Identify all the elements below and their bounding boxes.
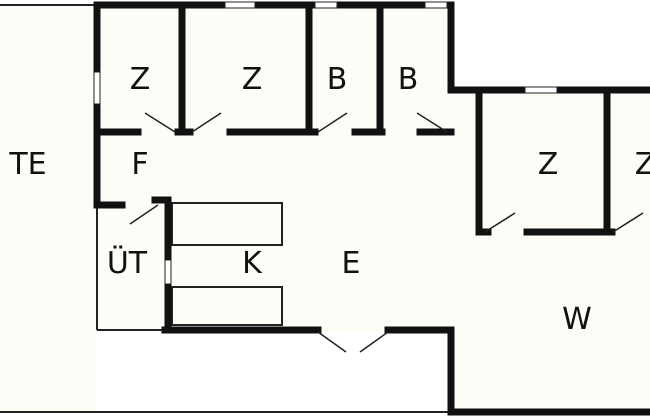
label-room-2: Z [242,62,263,97]
door-room-1 [144,112,176,133]
stair-step-upper [171,202,283,246]
window-kitchen [164,259,172,285]
label-kitchen: K [242,246,263,281]
window-top-1 [224,1,256,9]
east-floor [451,90,650,410]
label-room-3: Z [538,147,559,182]
label-utility: ÜT [107,245,148,281]
door-bath-2 [416,112,448,133]
door-bath-1 [317,112,348,133]
window-top-2 [314,1,338,9]
label-terrace: TE [8,147,46,182]
label-room-1: Z [130,62,151,97]
window-left [93,71,101,105]
window-top-3 [424,1,448,9]
room-labels: TE F Z Z B B Z Z ÜT K E W [8,62,650,337]
door-room-2 [191,112,222,133]
label-dining: E [342,246,361,281]
terrace-floor [0,5,96,412]
window-east-top [524,86,558,94]
door-room-4 [612,212,644,233]
label-bath-1: B [327,62,348,97]
door-utility [129,204,159,225]
label-bath-2: B [398,62,419,97]
doors [129,112,644,353]
door-room-3 [484,212,516,233]
door-entrance-right [359,331,389,353]
windows [93,1,558,285]
label-hallway: F [131,147,148,182]
floor-areas [0,5,650,412]
thin-lines [0,4,451,413]
walls [93,1,650,416]
label-room-4: Z [635,147,650,182]
stair-step-lower [171,286,283,326]
south-floor [165,235,451,330]
label-living: W [562,302,592,337]
door-entrance-left [317,331,347,353]
